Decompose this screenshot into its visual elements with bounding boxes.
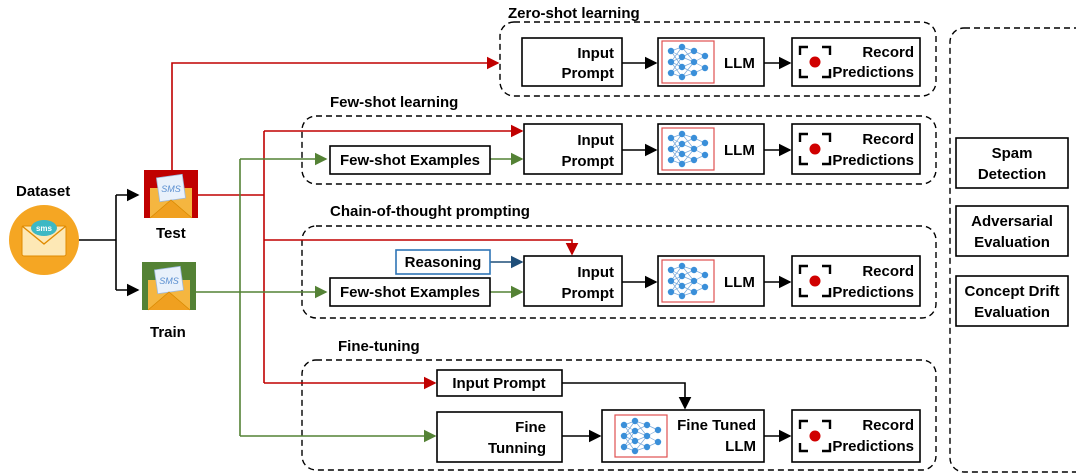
svg-text:Spam: Spam: [992, 145, 1033, 162]
svg-text:Input: Input: [577, 264, 614, 281]
svg-text:Predictions: Predictions: [832, 64, 914, 81]
fs-input-prompt-box: Input Prompt: [523, 123, 623, 175]
svg-text:LLM: LLM: [725, 438, 756, 455]
cot-record-box: Record Predictions: [791, 255, 921, 307]
svg-text:Fine Tuned: Fine Tuned: [677, 417, 756, 434]
svg-text:Concept Drift: Concept Drift: [965, 283, 1060, 300]
neural-network-icon: [661, 40, 715, 84]
spam-detection-box: Spam Detection: [955, 137, 1069, 189]
fine-tuning-title: Fine-tuning: [338, 338, 420, 355]
few-shot-title: Few-shot learning: [330, 94, 458, 111]
svg-text:Evaluation: Evaluation: [974, 234, 1050, 251]
cot-examples-box: Few-shot Examples: [329, 277, 491, 307]
train-sms-text: SMS: [159, 276, 179, 286]
svg-text:LLM: LLM: [724, 142, 755, 159]
svg-text:Record: Record: [862, 263, 914, 280]
svg-text:Adversarial: Adversarial: [971, 213, 1053, 230]
zs-record-box: Record Predictions: [791, 37, 921, 87]
svg-text:Predictions: Predictions: [832, 284, 914, 301]
svg-text:Predictions: Predictions: [832, 438, 914, 455]
svg-text:Few-shot Examples: Few-shot Examples: [340, 284, 480, 301]
test-envelope-icon: SMS: [144, 170, 198, 219]
test-to-cot-arrow: [264, 239, 579, 256]
zero-shot-title: Zero-shot learning: [508, 5, 640, 22]
cot-reasoning-box: Reasoning: [395, 249, 491, 275]
svg-text:Prompt: Prompt: [562, 153, 615, 170]
train-envelope-icon: SMS: [142, 262, 196, 311]
test-to-zero-shot-arrow: [171, 56, 500, 170]
cot-group: [301, 225, 937, 319]
svg-text:Input: Input: [577, 45, 614, 62]
few-shot-group: [301, 115, 937, 185]
ft-record-box: Record Predictions: [791, 409, 921, 463]
ft-fine-tunning-box: Fine Tunning: [436, 411, 563, 463]
svg-text:Evaluation: Evaluation: [974, 304, 1050, 321]
svg-text:Tunning: Tunning: [488, 440, 546, 457]
tasks-group: [949, 27, 1076, 473]
svg-text:Prompt: Prompt: [562, 285, 615, 302]
ft-fine-tuned-llm-box: Fine Tuned LLM: [601, 409, 765, 463]
train-label: Train: [150, 324, 186, 341]
svg-text:Input: Input: [577, 132, 614, 149]
fs-llm-box: LLM: [657, 123, 765, 175]
fs-examples-box: Few-shot Examples: [329, 145, 491, 175]
svg-text:Record: Record: [862, 417, 914, 434]
sms-badge-text: sms: [36, 224, 53, 233]
test-label: Test: [156, 225, 186, 242]
neural-network-icon: [614, 414, 668, 458]
svg-text:Predictions: Predictions: [832, 152, 914, 169]
svg-text:Detection: Detection: [978, 166, 1046, 183]
dataset-envelope-icon: sms: [9, 205, 79, 275]
svg-text:LLM: LLM: [724, 274, 755, 291]
fine-tuning-group: [301, 359, 937, 471]
neural-network-icon: [661, 259, 715, 303]
svg-text:LLM: LLM: [724, 55, 755, 72]
svg-text:Few-shot Examples: Few-shot Examples: [340, 152, 480, 169]
ft-input-prompt-box: Input Prompt: [436, 369, 563, 397]
neural-network-icon: [661, 127, 715, 171]
svg-text:Reasoning: Reasoning: [405, 254, 482, 271]
svg-text:Record: Record: [862, 44, 914, 61]
zs-input-prompt-box: Input Prompt: [521, 37, 623, 87]
fs-record-box: Record Predictions: [791, 123, 921, 175]
svg-text:Input Prompt: Input Prompt: [452, 375, 545, 392]
cot-llm-box: LLM: [657, 255, 765, 307]
test-sms-text: SMS: [161, 184, 181, 194]
concept-drift-evaluation-box: Concept Drift Evaluation: [955, 275, 1069, 327]
svg-text:Prompt: Prompt: [562, 65, 615, 82]
dataset-label: Dataset: [16, 183, 70, 200]
zero-shot-group: [499, 21, 937, 97]
adversarial-evaluation-box: Adversarial Evaluation: [955, 205, 1069, 257]
ft-prompt-to-llm-arrow: [562, 382, 692, 410]
cot-title: Chain-of-thought prompting: [330, 203, 530, 220]
zs-llm-box: LLM: [657, 37, 765, 87]
svg-text:Fine: Fine: [515, 419, 546, 436]
svg-text:Record: Record: [862, 131, 914, 148]
cot-input-prompt-box: Input Prompt: [523, 255, 623, 307]
